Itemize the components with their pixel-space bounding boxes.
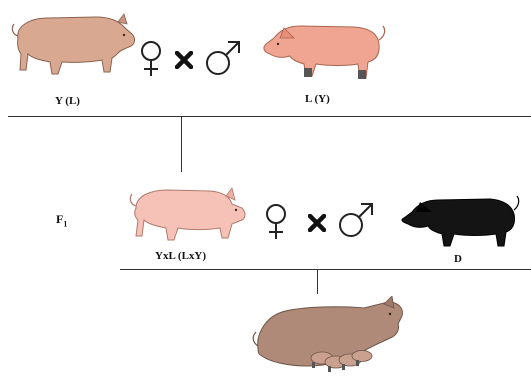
pig-landrace-icon	[258, 14, 388, 86]
gen0-male-label: L (Y)	[305, 93, 330, 105]
f1-divider-line	[120, 269, 531, 270]
pig-f1-crossbred-icon	[126, 184, 250, 246]
male-symbol-icon	[203, 38, 243, 83]
sow-with-piglets-icon	[252, 296, 412, 376]
female-symbol-icon	[139, 40, 163, 83]
descent-line-2	[317, 270, 318, 294]
descent-line-1	[181, 117, 182, 172]
male-symbol-icon	[336, 200, 376, 245]
pig-duroc-icon	[398, 188, 520, 252]
cross-symbol-icon	[308, 214, 326, 237]
gen0-female-label: Y (L)	[55, 95, 80, 107]
f1-generation-label: F1	[56, 212, 67, 228]
f1-male-label: D	[454, 253, 462, 265]
gen0-divider-line	[8, 116, 531, 117]
cross-symbol-icon	[175, 51, 193, 74]
female-symbol-icon	[264, 203, 288, 246]
pig-yorkshire-icon	[8, 8, 140, 84]
f1-female-label: YxL (LxY)	[155, 250, 206, 262]
